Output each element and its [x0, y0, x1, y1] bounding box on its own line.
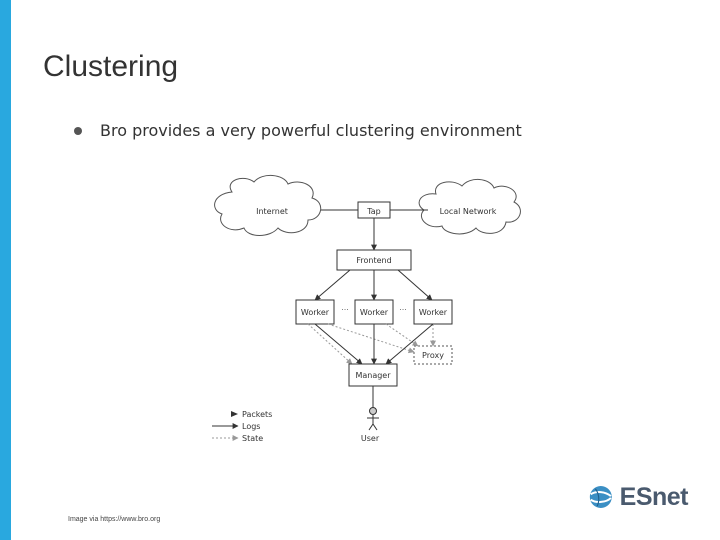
- worker1-manager-log: [314, 323, 363, 365]
- bullet-dot-icon: [74, 126, 82, 135]
- ellipsis-2: ...: [399, 303, 407, 312]
- proxy-label: Proxy: [422, 351, 444, 360]
- internet-label: Internet: [256, 207, 288, 216]
- slide-title: Clustering: [43, 50, 179, 83]
- user-label: User: [361, 434, 380, 443]
- frontend-worker1-arrow: [314, 269, 351, 301]
- logo-text: ESnet: [619, 482, 689, 511]
- worker2-proxy-state: [385, 323, 419, 347]
- worker-label-1: Worker: [301, 308, 330, 317]
- worker1-proxy-state: [327, 323, 415, 354]
- worker-label-2: Worker: [360, 308, 389, 317]
- worker-box-3: [413, 299, 453, 325]
- worker-box-1: [295, 299, 335, 325]
- legend-state: State: [242, 434, 263, 443]
- tap-label: Tap: [366, 207, 381, 216]
- frontend-worker3-arrow: [397, 269, 433, 301]
- bullet-item: Bro provides a very powerful clustering …: [74, 121, 522, 140]
- legend-packets-icon: [231, 411, 238, 417]
- legend: Packets Logs State: [212, 410, 272, 443]
- globe-icon: [589, 486, 612, 508]
- image-caption: Image via https://www.bro.org: [68, 516, 161, 523]
- worker-label-3: Worker: [419, 308, 448, 317]
- internet-cloud: [214, 175, 322, 236]
- accent-bar: [0, 0, 11, 540]
- manager-label: Manager: [355, 371, 391, 380]
- frontend-label: Frontend: [356, 256, 391, 265]
- local-network-cloud: [418, 179, 521, 235]
- esnet-logo: ESnet: [588, 480, 689, 514]
- ellipsis-1: ...: [341, 303, 349, 312]
- bullet-text: Bro provides a very powerful clustering …: [100, 121, 522, 140]
- user-icon: [367, 407, 379, 431]
- legend-packets: Packets: [242, 410, 272, 419]
- legend-logs: Logs: [242, 422, 260, 431]
- local-network-label: Local Network: [440, 207, 497, 216]
- worker3-manager-log: [385, 323, 434, 365]
- proxy-box: [413, 345, 453, 365]
- worker1-manager-state: [307, 323, 353, 365]
- cluster-diagram: Internet Local Network Tap Frontend Work…: [212, 175, 521, 443]
